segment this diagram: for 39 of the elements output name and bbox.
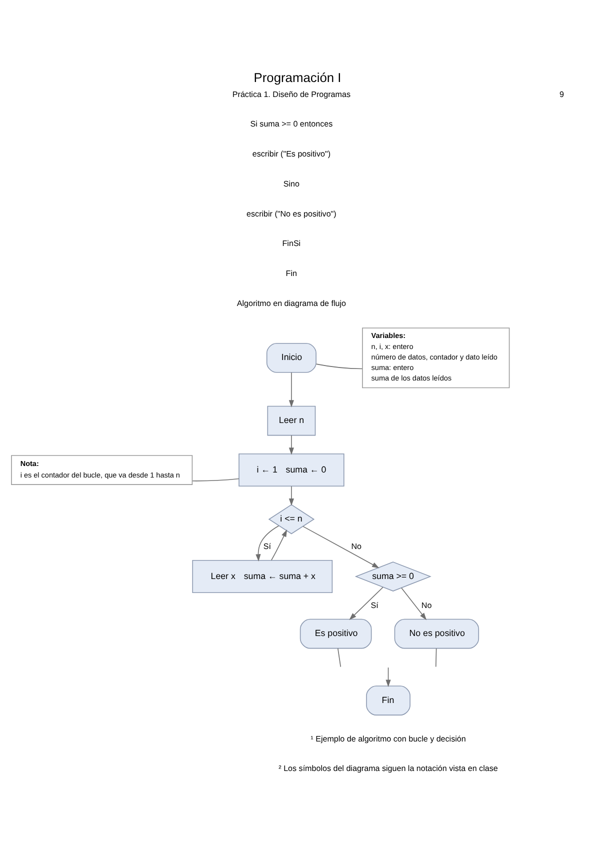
arrow <box>386 666 391 687</box>
label: ¹ Ejemplo de algoritmo con bucle y decisión <box>310 734 466 743</box>
arrow <box>302 526 380 568</box>
label: Algoritmo en diagrama de flujo <box>236 298 346 308</box>
node-box: Leer n <box>267 405 316 436</box>
arrow <box>288 434 294 454</box>
edge-label: No <box>351 542 362 551</box>
edge-label: Sí <box>263 542 272 551</box>
node-box: No es positivo <box>394 618 480 648</box>
node-diamond: i <= n <box>268 504 315 534</box>
node-box: Fin <box>366 685 410 715</box>
diagram-title: Programación I <box>254 69 342 84</box>
node-box: Nota: i es el contador del bucle, que va desde 1 hasta n <box>11 454 193 484</box>
arrow <box>271 529 288 560</box>
label: Si suma >= 0 entonces <box>250 119 333 128</box>
edge-label: Sí <box>370 600 378 610</box>
node-box: Es positivo <box>300 618 372 648</box>
label: FinSi <box>282 238 301 248</box>
label: escribir ("No es positivo") <box>246 208 336 218</box>
connector <box>435 648 437 667</box>
label: escribir ("Es positivo") <box>252 149 331 158</box>
node-box: Variables: n, i, x: entero número de datos, contador y dato leído suma: entero suma de los datos leídos <box>362 327 510 388</box>
arrow <box>288 372 294 407</box>
label: 9 <box>559 89 564 98</box>
connector <box>316 363 363 369</box>
node-box: Inicio <box>266 342 316 372</box>
arrow <box>256 524 280 561</box>
arrow <box>401 587 427 620</box>
label: ² Los símbolos del diagrama siguen la notación vista en clase <box>278 764 498 773</box>
connector <box>338 648 342 667</box>
label: Práctica 1. Diseño de Programas <box>232 89 350 98</box>
label: Fin <box>286 268 297 278</box>
arrow <box>349 586 384 620</box>
node-box: Leer x suma ← suma + x <box>192 559 333 593</box>
arrow <box>288 486 294 506</box>
node-box: i ← 1 suma ← 0 <box>238 452 344 486</box>
edge-label: No <box>421 600 432 610</box>
connector <box>192 478 240 481</box>
label: Sino <box>283 178 300 188</box>
